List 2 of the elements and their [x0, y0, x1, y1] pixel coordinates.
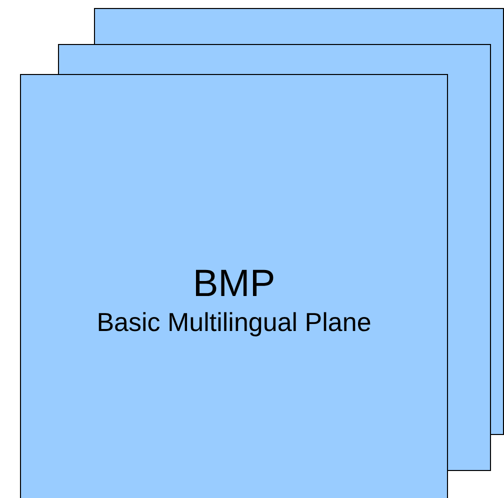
plane-name: Basic Multilingual Plane [96, 306, 372, 338]
plane-abbreviation: BMP [192, 262, 276, 306]
